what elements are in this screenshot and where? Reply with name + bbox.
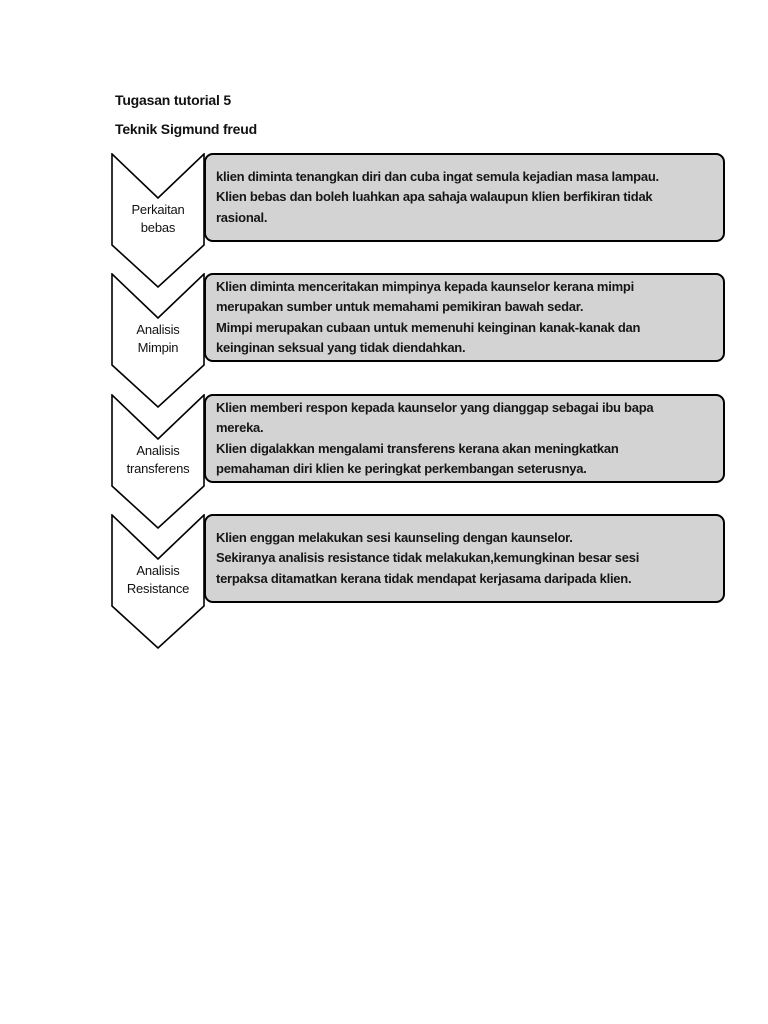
box-text-line: Klien digalakkan mengalami transferens k… [216,440,619,456]
box-text-line: terpaksa ditamatkan kerana tidak mendapa… [216,570,632,586]
chevron-down-icon [111,153,205,288]
chevron-label: Perkaitan bebas [111,201,205,237]
chevron-label: Analisis transferens [111,442,205,478]
chevron-down-icon [111,394,205,529]
box-text-line: rasional. [216,209,268,225]
chevron-label-line: Resistance [126,581,190,596]
box-text-line: Klien memberi respon kepada kaunselor ya… [216,399,654,415]
page-subtitle: Teknik Sigmund freud [115,121,257,137]
chevron-label-line: transferens [126,461,190,476]
chevron-down-icon [111,273,205,408]
description-box-analisis-mimpin: Klien diminta menceritakan mimpinya kepa… [204,273,725,362]
chevron-label: Analisis Mimpin [111,321,205,357]
description-box-analisis-resistance: Klien enggan melakukan sesi kaunseling d… [204,514,725,603]
chevron-label-line: Mimpin [137,340,179,355]
chevron-shape-analisis-resistance: Analisis Resistance [111,514,205,649]
chevron-label-line: Analisis [136,443,180,458]
chevron-down-icon [111,514,205,649]
box-text-line: Klien enggan melakukan sesi kaunseling d… [216,529,573,545]
description-box-analisis-transferens: Klien memberi respon kepada kaunselor ya… [204,394,725,483]
chevron-label: Analisis Resistance [111,562,205,598]
box-text-line: klien diminta tenangkan diri dan cuba in… [216,168,659,184]
box-text-line: mereka. [216,420,264,435]
chevron-shape-perkaitan-bebas: Perkaitan bebas [111,153,205,288]
box-text-line: Klien bebas dan boleh luahkan apa sahaja… [216,189,653,205]
box-text-line: pemahaman diri klien ke peringkat perkem… [216,461,587,476]
chevron-label-line: Analisis [136,322,180,337]
box-text-line: Klien diminta menceritakan mimpinya kepa… [216,278,634,294]
chevron-shape-analisis-mimpin: Analisis Mimpin [111,273,205,408]
page-title: Tugasan tutorial 5 [115,92,231,108]
description-box-perkaitan-bebas: klien diminta tenangkan diri dan cuba in… [204,153,725,242]
chevron-label-line: bebas [140,220,176,235]
box-text-line: merupakan sumber untuk memahami pemikira… [216,299,584,314]
chevron-label-line: Perkaitan [131,202,185,217]
box-text-line: Mimpi merupakan cubaan untuk memenuhi ke… [216,319,641,335]
box-text-line: keinginan seksual yang tidak diendahkan. [216,340,466,355]
chevron-label-line: Analisis [136,563,180,578]
box-text-line: Sekiranya analisis resistance tidak mela… [216,550,640,566]
chevron-shape-analisis-transferens: Analisis transferens [111,394,205,529]
